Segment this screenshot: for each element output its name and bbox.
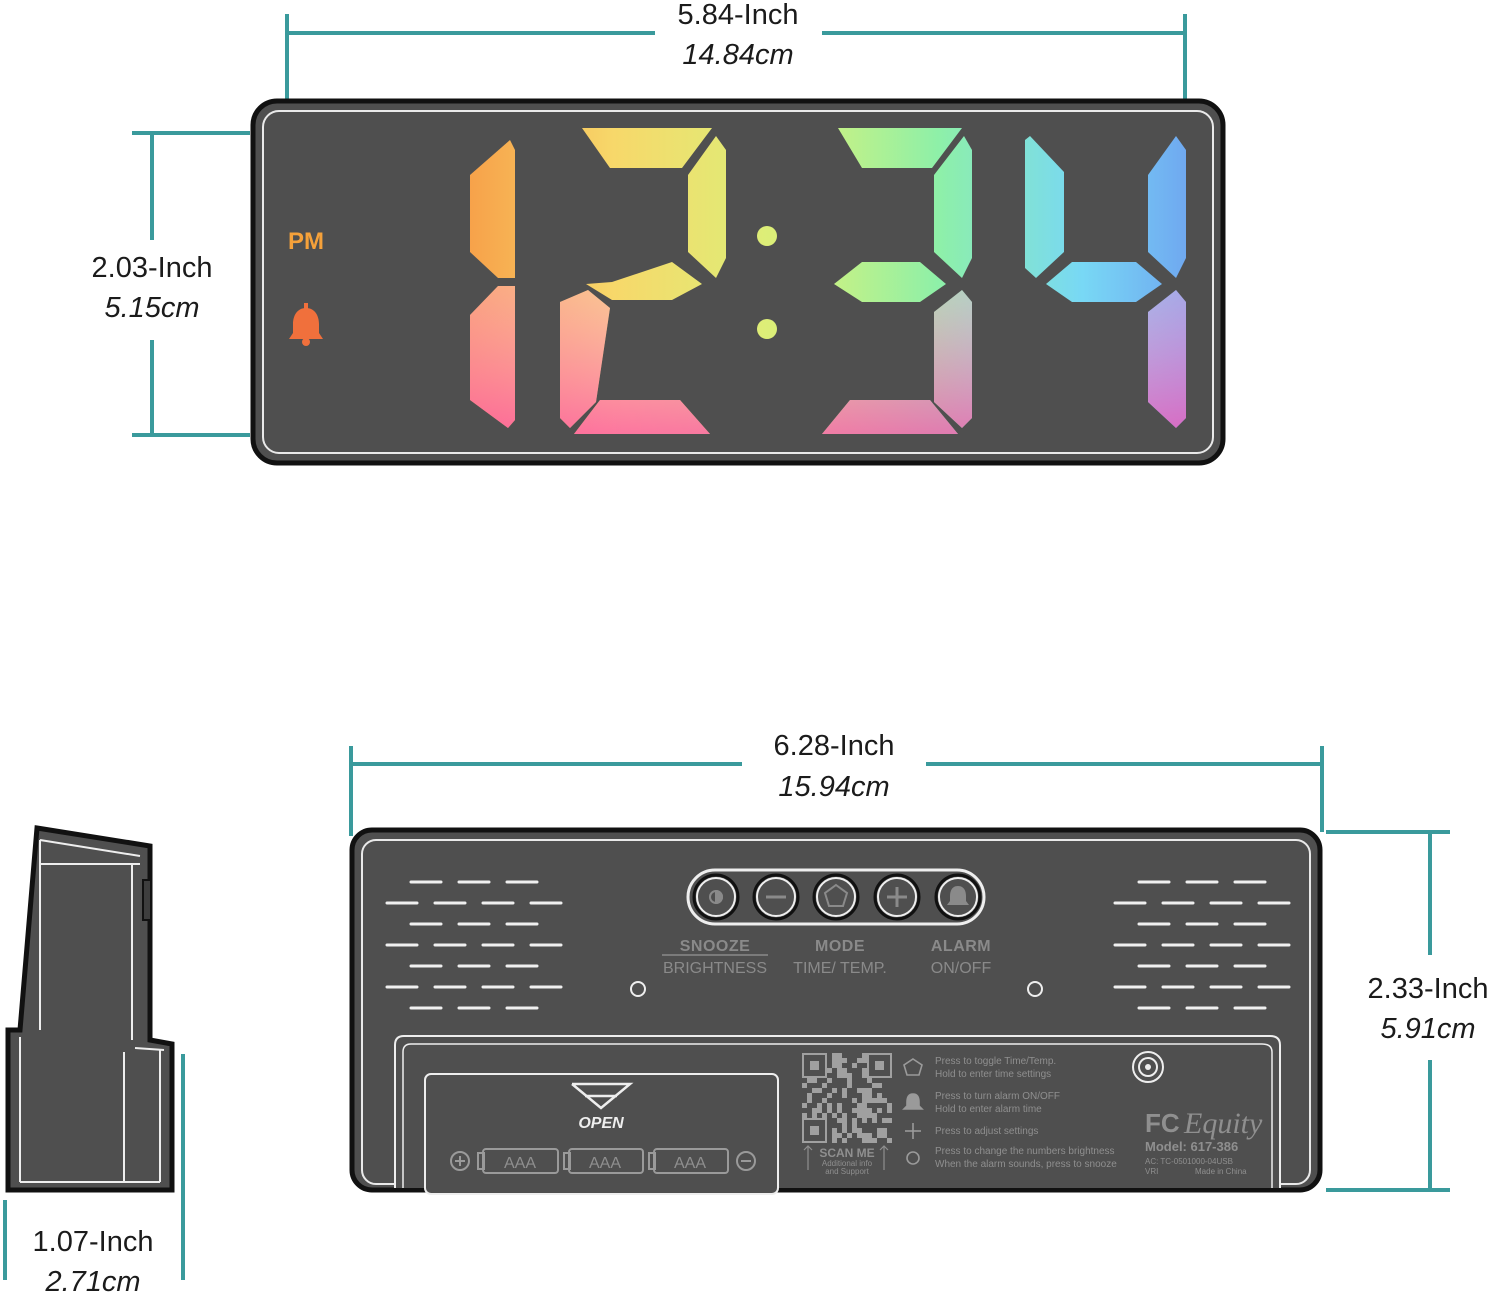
mode-icon	[823, 883, 849, 907]
instruction-3-line1: Press to adjust settings	[935, 1126, 1038, 1137]
front-height-cm: 5.15cm	[104, 292, 199, 324]
plus-minus-icon	[905, 1123, 921, 1139]
front-width-inch: 5.84-Inch	[678, 0, 799, 31]
bell-icon	[289, 303, 323, 346]
battery-cell-3: AAA	[674, 1155, 706, 1172]
battery-cell-2: AAA	[589, 1155, 621, 1172]
label-mode: MODE	[815, 938, 865, 955]
brightness-icon	[906, 1151, 920, 1165]
open-label: OPEN	[578, 1115, 624, 1132]
side-depth-inch: 1.07-Inch	[33, 1226, 154, 1258]
open-arrow-icon	[571, 1082, 634, 1110]
brightness-icon	[709, 889, 723, 905]
colon-dot-bottom	[757, 319, 777, 339]
made-in-label: Made in China	[1195, 1167, 1247, 1176]
ac-adapter-label: AC: TC-0501000-04USB	[1145, 1157, 1233, 1166]
instruction-2-line1: Press to turn alarm ON/OFF	[935, 1091, 1060, 1102]
label-on-off: ON/OFF	[931, 960, 992, 977]
brand-logo: Equity	[1183, 1107, 1263, 1140]
front-height-inch: 2.03-Inch	[92, 252, 213, 284]
pm-indicator: PM	[288, 228, 324, 255]
button-alarm[interactable]	[934, 873, 982, 921]
instruction-2-line2: Hold to enter alarm time	[935, 1104, 1042, 1115]
back-view: 6.28-Inch 15.94cm 2.33-Inch 5.91cm	[349, 730, 1489, 1195]
button-mode[interactable]	[812, 873, 860, 921]
mounting-hole-left	[630, 981, 646, 997]
back-height-dimension	[1326, 830, 1450, 1192]
side-view: 1.07-Inch 2.71cm	[3, 825, 185, 1296]
instruction-icons	[902, 1058, 924, 1165]
qr-scan-label: SCAN ME	[819, 1146, 874, 1160]
speaker-grille-left	[385, 880, 563, 1010]
side-depth-cm: 2.71cm	[44, 1266, 140, 1296]
instruction-4-line2: When the alarm sounds, press to snooze	[935, 1159, 1117, 1170]
front-view: 5.84-Inch 14.84cm 2.03-Inch 5.15cm PM	[92, 0, 1226, 466]
battery-row	[450, 1148, 756, 1174]
label-snooze: SNOOZE	[680, 938, 751, 955]
side-body-outline	[19, 839, 165, 1183]
dc-power-jack	[1132, 1051, 1164, 1083]
colon-dot-top	[757, 226, 777, 246]
button-plus[interactable]	[873, 873, 921, 921]
vr-label: VRI	[1145, 1167, 1158, 1176]
model-number: Model: 617-386	[1145, 1139, 1238, 1154]
plus-icon	[887, 887, 907, 907]
back-width-cm: 15.94cm	[778, 771, 889, 803]
fcc-mark: FC	[1145, 1108, 1180, 1138]
back-height-inch: 2.33-Inch	[1368, 973, 1489, 1005]
mounting-hole-right	[1027, 981, 1043, 997]
back-height-cm: 5.91cm	[1380, 1013, 1475, 1045]
mode-icon	[903, 1058, 923, 1076]
side-depth-dimension	[3, 1054, 185, 1280]
bell-icon	[947, 886, 969, 905]
bell-icon	[902, 1093, 924, 1110]
label-brightness: BRIGHTNESS	[663, 960, 767, 977]
battery-cell-1: AAA	[504, 1155, 536, 1172]
back-width-dimension	[349, 746, 1324, 836]
display-color-overlay	[470, 286, 1186, 434]
front-width-cm: 14.84cm	[682, 39, 793, 71]
qr-info-line1: Additional info	[822, 1159, 873, 1168]
front-bezel	[262, 110, 1214, 454]
button-brightness[interactable]	[692, 873, 740, 921]
back-width-inch: 6.28-Inch	[774, 730, 895, 762]
button-minus[interactable]	[752, 873, 800, 921]
instruction-1-line1: Press to toggle Time/Temp.	[935, 1056, 1056, 1067]
qr-info-line2: and Support	[825, 1167, 869, 1176]
battery-door[interactable]	[424, 1073, 779, 1195]
label-alarm: ALARM	[931, 938, 991, 955]
instruction-4-line1: Press to change the numbers brightness	[935, 1146, 1115, 1157]
label-time-temp: TIME/ TEMP.	[793, 960, 887, 977]
qr-code[interactable]	[802, 1053, 892, 1143]
speaker-grille-right	[1113, 880, 1291, 1010]
instruction-1-line2: Hold to enter time settings	[935, 1069, 1051, 1080]
